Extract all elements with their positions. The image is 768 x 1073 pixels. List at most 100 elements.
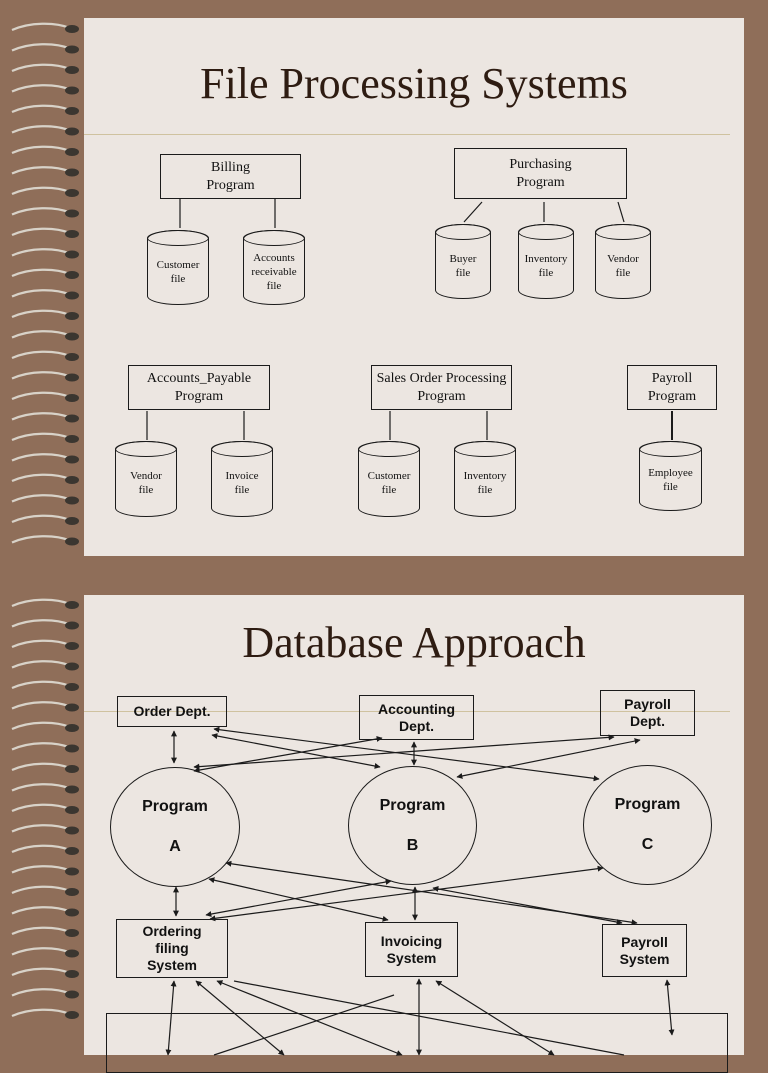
spiral-hole [65,1011,79,1019]
order-dept-box: Order Dept. [117,696,227,727]
spiral-ring [11,268,71,278]
spiral-hole [65,867,79,876]
ordering-filing-system-box: Ordering filing System [116,919,228,978]
spiral-hole [65,168,79,177]
invoice-file-cylinder: Invoice file [211,441,273,517]
spiral-ring [11,350,71,360]
spiral-ring [11,207,71,216]
spiral-hole [65,250,79,259]
spiral-ring [11,330,71,339]
slide-file-processing: File Processing Systems Billing Program … [84,18,744,556]
database-box [106,1013,728,1073]
program-label: Program [614,796,681,813]
spiral-hole [65,86,79,95]
vendor-file-cylinder: Vendor file [115,441,177,517]
spiral-hole [65,888,79,896]
sales-order-program-box: Sales Order Processing Program [371,365,512,410]
spiral-ring [11,721,71,731]
spiral-ring [11,783,71,792]
spiral-hole [65,496,79,505]
customer-file-cylinder: Customer file [147,230,209,305]
title-rule [84,134,730,135]
spiral-hole [65,703,79,712]
spiral-ring [11,803,71,813]
spiral-hole [65,455,79,464]
spiral-hole [65,476,79,484]
spiral-ring [11,885,71,895]
spiral-hole [65,271,79,279]
file-label: Inventory file [524,252,568,279]
spiral-hole [65,929,79,937]
inventory-file-cylinder: Inventory file [518,224,574,299]
spiral-ring [11,453,71,462]
spiral-hole [65,189,79,197]
spiral-hole [65,601,79,609]
spiral-hole [65,66,79,74]
program-label: Program [142,798,208,815]
spiral-ring [11,824,71,833]
spiral-ring [11,371,71,380]
file-label: Buyer file [449,252,477,279]
spiral-ring [11,309,71,319]
spiral-hole [65,724,79,732]
file-label: Vendor file [607,252,639,279]
file-label: Employee file [648,467,693,493]
spiral-hole [65,209,79,218]
spiral-binding [11,22,79,1019]
spiral-hole [65,517,79,525]
spiral-ring [11,701,71,710]
spiral-hole [65,394,79,402]
slide-title: File Processing Systems [200,59,628,108]
spiral-hole [65,291,79,300]
spiral-ring [11,514,71,524]
spiral-hole [65,45,79,54]
accounting-dept-box: Accounting Dept. [359,695,474,740]
spiral-ring [11,494,71,503]
spiral-hole [65,414,79,423]
spiral-hole [65,949,79,958]
connector-lines [146,199,673,440]
spiral-hole [65,642,79,650]
spiral-hole [65,373,79,382]
program-label: Program [379,796,446,814]
spiral-hole [65,230,79,238]
spiral-hole [65,683,79,691]
payroll-dept-box: Payroll Dept. [600,690,695,736]
spiral-hole [65,435,79,443]
customer-file-cylinder: Customer file [358,441,420,517]
file-label: Vendor file [130,470,162,496]
file-label: Inventory file [463,470,507,496]
spiral-ring [11,619,71,628]
accounts-receivable-file-cylinder: Accounts receivable file [243,230,305,305]
spiral-hole [65,621,79,630]
spiral-hole [65,107,79,115]
spiral-ring [11,639,71,649]
spiral-ring [11,432,71,442]
spiral-hole [65,332,79,341]
file-label: Accounts receivable file [251,251,297,292]
spiral-hole [65,826,79,835]
spiral-hole [65,744,79,753]
file-label: Customer file [156,258,200,285]
spiral-hole [65,765,79,773]
buyer-file-cylinder: Buyer file [435,224,491,299]
spiral-hole [65,312,79,320]
spiral-ring [11,906,71,915]
spiral-hole [65,537,79,546]
spiral-hole [65,127,79,136]
file-label: Invoice file [225,470,259,496]
spiral-ring [11,947,71,956]
billing-program-box: Billing Program [160,154,301,199]
spiral-ring [11,22,71,32]
program-letter: B [406,836,419,854]
spiral-ring [11,227,71,237]
spiral-ring [11,865,71,874]
program-letter: A [169,838,181,855]
spiral-hole [65,970,79,978]
spiral-hole [65,353,79,361]
spiral-hole [65,662,79,671]
program-b-circle: Program B [348,766,477,885]
spiral-ring [11,988,71,997]
spiral-hole [65,148,79,156]
inventory-file-cylinder: Inventory file [454,441,516,517]
